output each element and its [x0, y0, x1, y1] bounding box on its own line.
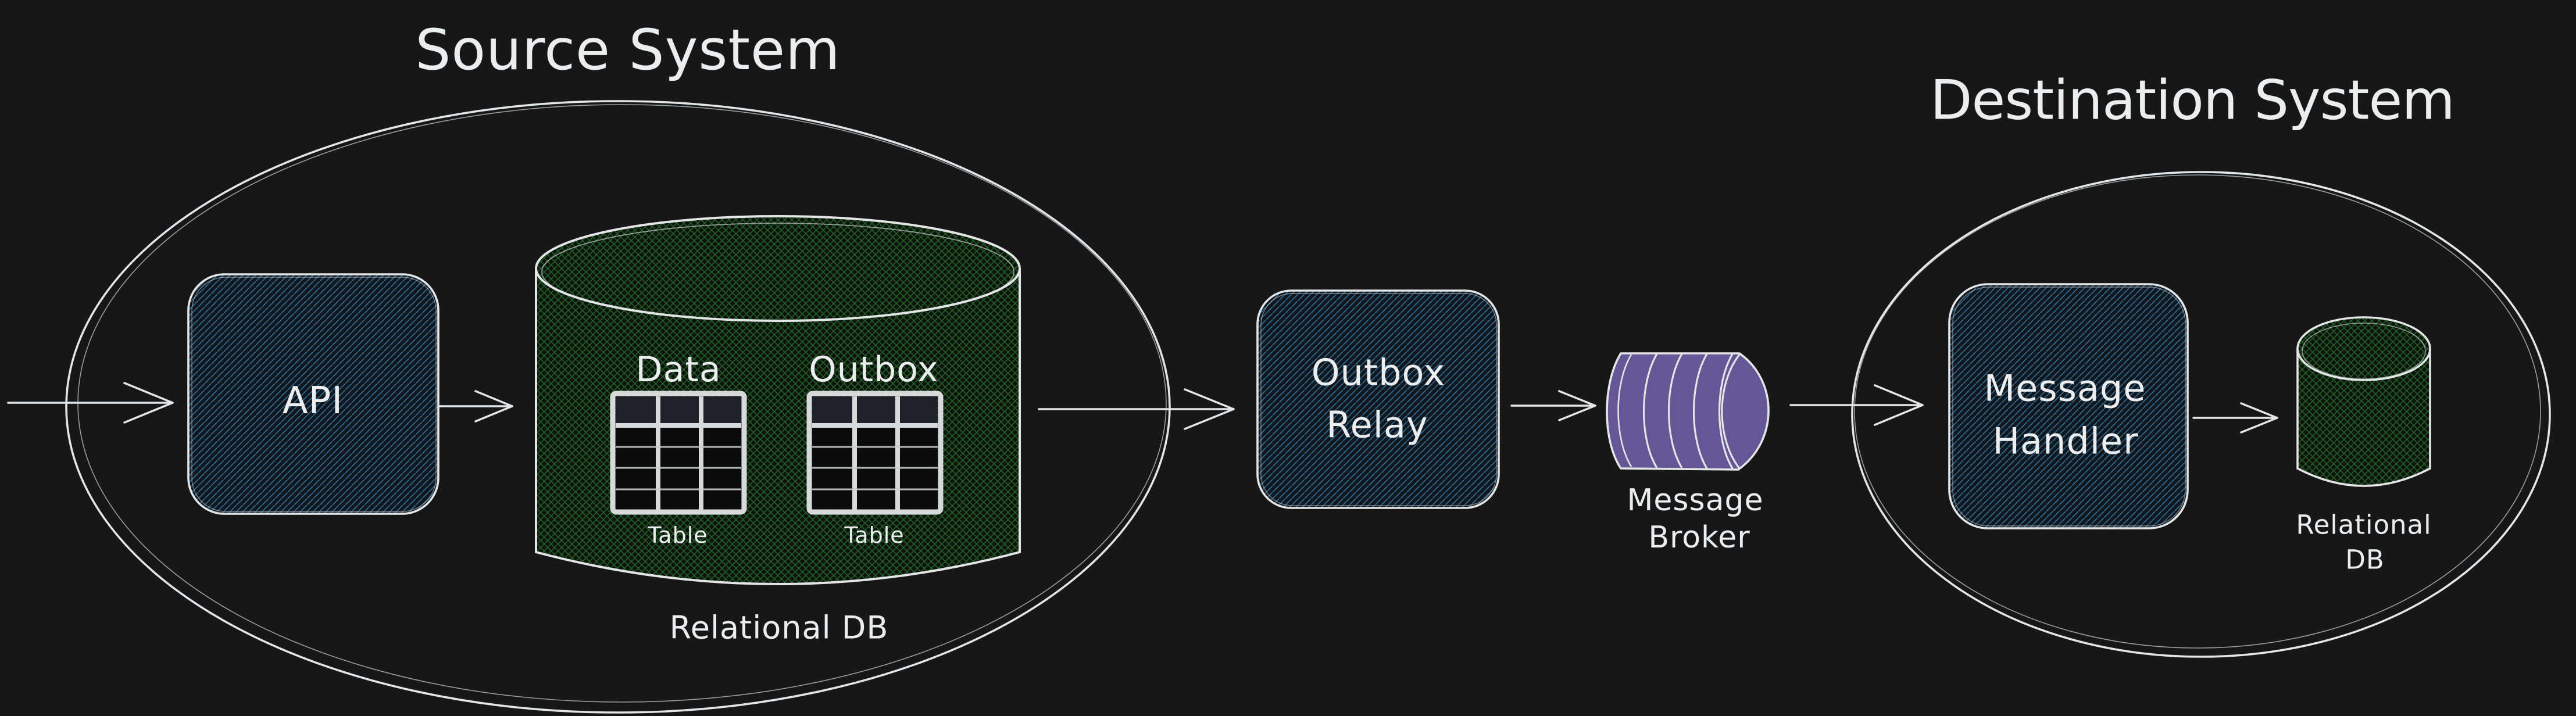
message-broker-disk-stack-icon — [1606, 352, 1770, 471]
data-table-caption: Table — [648, 522, 708, 548]
api-box — [187, 273, 440, 515]
source-db-cylinder-icon — [535, 215, 1021, 585]
outbox-table-title: Outbox — [809, 349, 939, 390]
api-box-label: API — [282, 380, 344, 423]
arrow-relay-to-broker — [1510, 390, 1596, 421]
source-system-title: Source System — [415, 17, 841, 83]
destination-db-label-line1: Relational — [2296, 509, 2432, 540]
message-handler-box — [1948, 283, 2189, 529]
arrow-source-to-relay — [1038, 388, 1235, 430]
destination-system-boundary-ellipse — [1851, 171, 2551, 658]
source-db-caption: Relational DB — [669, 609, 889, 646]
arrow-broker-to-handler — [1789, 384, 1924, 426]
arrow-api-to-db — [430, 390, 513, 423]
outbox-relay-label-line1: Outbox — [1311, 351, 1446, 394]
destination-system-title: Destination System — [1930, 69, 2455, 133]
destination-db-cylinder-icon — [2296, 316, 2431, 487]
message-broker-label-line2: Broker — [1648, 520, 1750, 555]
outbox-relay-label-line2: Relay — [1326, 403, 1428, 446]
message-handler-label-line1: Message — [1984, 367, 2146, 410]
arrow-handler-to-db — [2192, 402, 2278, 434]
outbox-relay-box — [1256, 289, 1500, 509]
outbox-table-caption: Table — [844, 522, 905, 548]
message-handler-label-line2: Handler — [1992, 420, 2139, 463]
data-table-title: Data — [635, 349, 721, 390]
data-table-grid-icon — [610, 391, 747, 515]
arrow-into-source — [7, 382, 174, 424]
outbox-table-grid-icon — [806, 391, 944, 515]
message-broker-label-line1: Message — [1627, 483, 1764, 518]
destination-db-label-line2: DB — [2345, 544, 2385, 575]
